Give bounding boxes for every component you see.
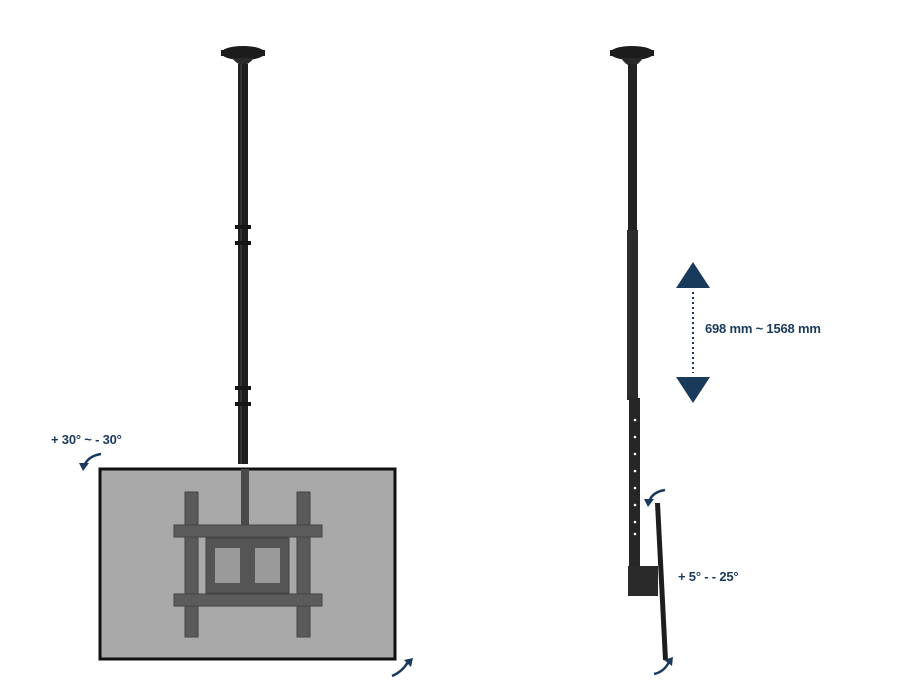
rotation-range-label: + 30° ~ - 30° [51,432,122,447]
tv-screen-front [98,467,397,661]
height-range-arrow-icon [676,262,710,403]
tilt-range-label: + 5° - - 25° [678,569,739,584]
side-view-mount [610,46,668,660]
height-range-label: 698 mm ~ 1568 mm [705,321,821,336]
front-view-mount [221,46,265,464]
